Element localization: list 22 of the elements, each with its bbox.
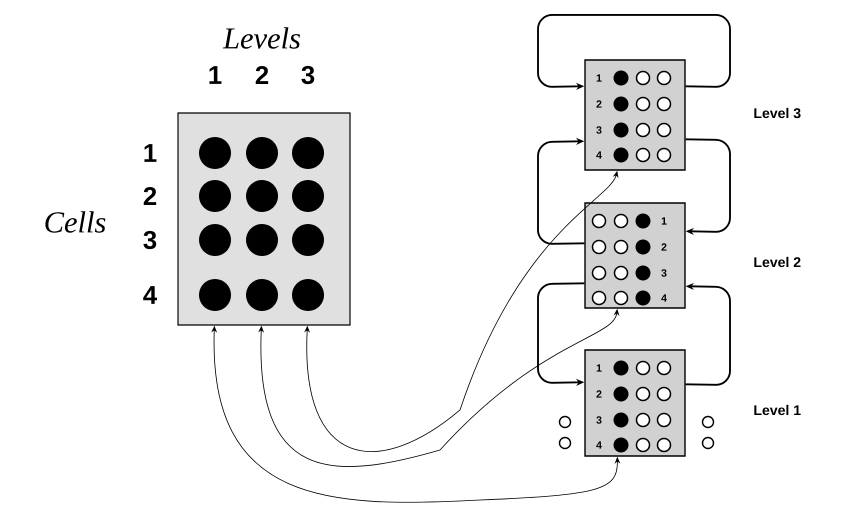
axis-title: Levels — [222, 27, 300, 49]
level-label: Level 3 — [754, 108, 801, 118]
arrow — [686, 138, 731, 236]
cell-number: 1 — [596, 364, 602, 372]
index-number: 1 — [209, 66, 222, 84]
level-label: Level 2 — [754, 256, 800, 268]
cell-number: 2 — [661, 243, 666, 251]
cell-number: 3 — [596, 126, 602, 134]
index-number: 3 — [301, 66, 314, 84]
cell-number: 3 — [596, 416, 602, 424]
cell-number: 2 — [596, 100, 602, 108]
index-number: 2 — [256, 66, 268, 84]
cell-number: 3 — [661, 269, 667, 277]
cell-number: 4 — [596, 151, 602, 159]
cell-number: 1 — [662, 217, 667, 225]
cell-number: 4 — [661, 294, 667, 302]
arrow — [537, 138, 584, 245]
axis-title: Cells — [45, 211, 106, 233]
cell-number: 4 — [596, 441, 602, 449]
cell-number: 1 — [596, 74, 602, 82]
level-label: Level 1 — [754, 404, 801, 416]
cell-number: 2 — [596, 390, 602, 398]
